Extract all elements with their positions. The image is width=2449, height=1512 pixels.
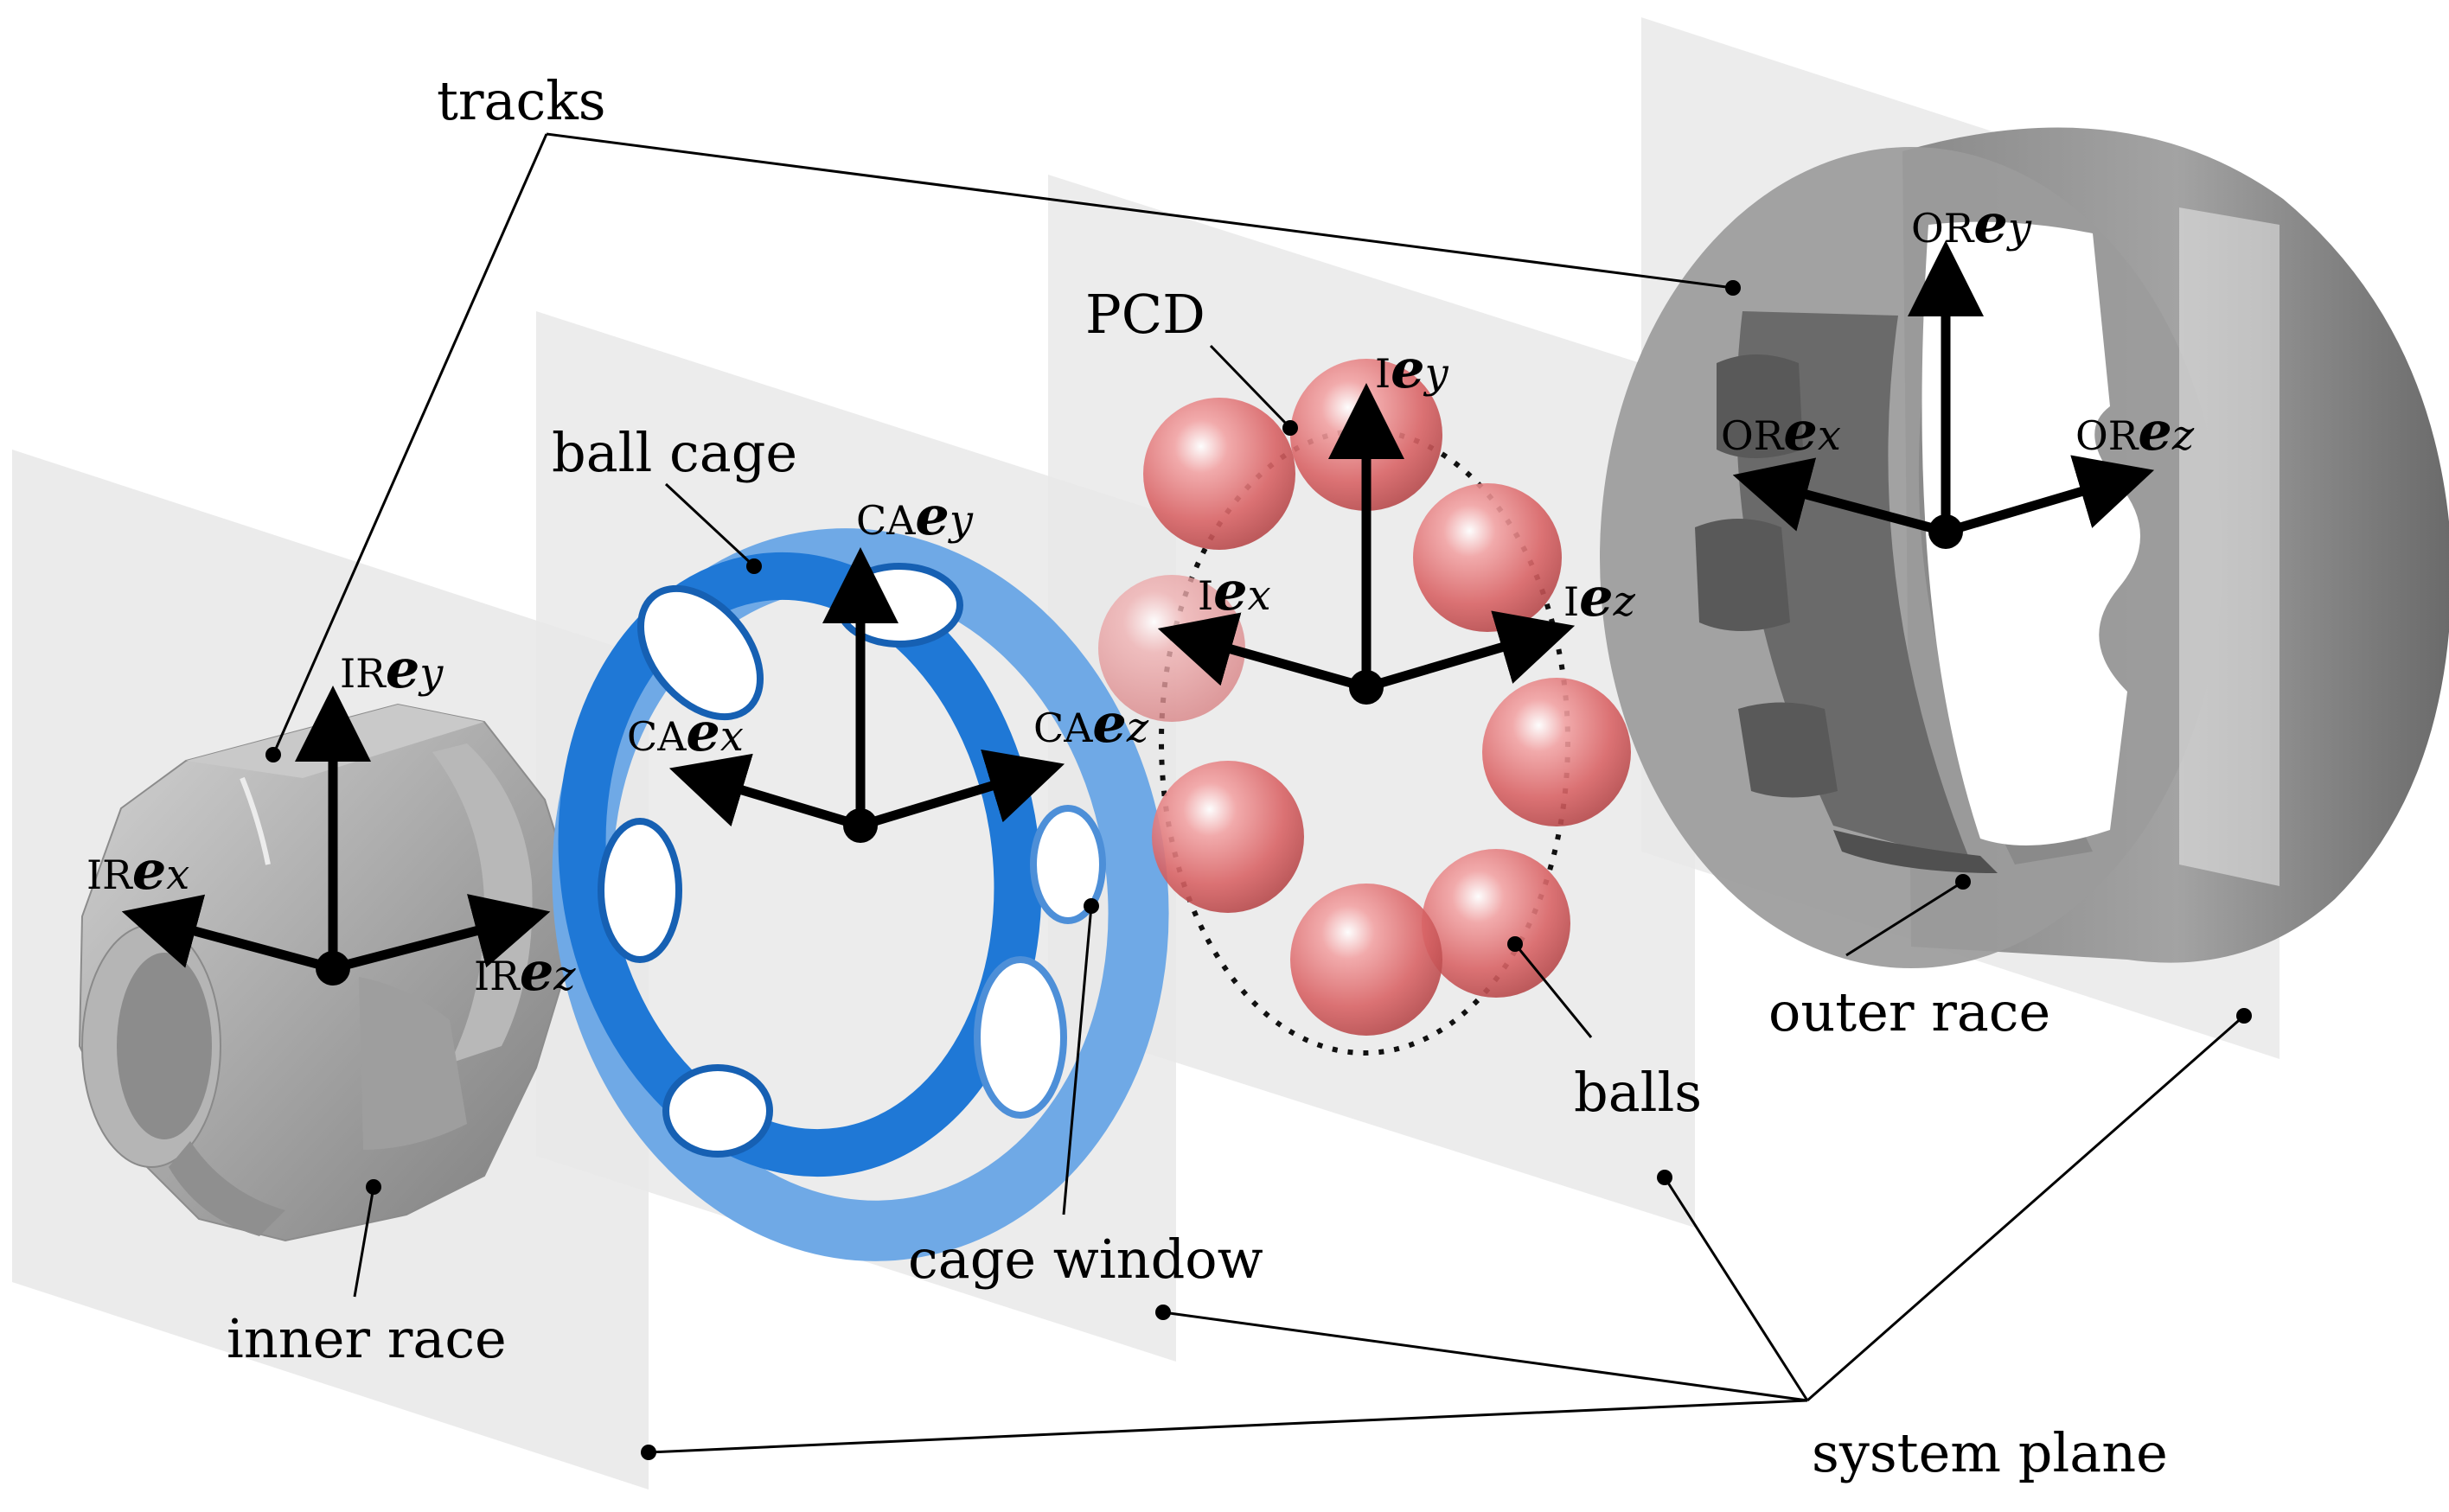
tracks-leader-outer bbox=[546, 132, 1734, 290]
label-inner-race: inner race bbox=[227, 1307, 507, 1370]
label-cage-window: cage window bbox=[908, 1228, 1263, 1291]
label-pcd: PCD bbox=[1085, 283, 1205, 346]
ball-cage-leader bbox=[664, 482, 756, 568]
cage-window-3 bbox=[598, 818, 682, 963]
axis-ca-x bbox=[668, 753, 862, 831]
cage-window-4 bbox=[662, 1064, 773, 1158]
origin-i bbox=[1349, 670, 1384, 705]
leader-dot bbox=[641, 1445, 656, 1460]
leader-dot bbox=[1084, 898, 1099, 914]
ball-cage bbox=[552, 528, 1169, 1261]
system-plane-leader-outer bbox=[1806, 1014, 2245, 1402]
cage-window-6 bbox=[1030, 805, 1106, 924]
leader-dot bbox=[746, 558, 762, 574]
label-ca-ez: CAez bbox=[1033, 692, 1149, 755]
label-or-ex: ORex bbox=[1721, 399, 1841, 463]
system-plane-leader-inner bbox=[648, 1399, 1808, 1454]
origin-ca bbox=[843, 808, 878, 843]
label-or-ey: ORey bbox=[1911, 192, 2032, 255]
cage-window-leader bbox=[1062, 905, 1093, 1215]
leader-dot bbox=[2236, 1008, 2252, 1024]
frame-outer-race bbox=[1732, 240, 2155, 549]
axis-i-z bbox=[1365, 610, 1576, 692]
label-ir-ey: IRey bbox=[340, 637, 444, 700]
label-ir-ez: IRez bbox=[474, 940, 576, 1003]
tracks-leader-inner bbox=[272, 133, 548, 756]
leader-dots bbox=[265, 280, 2252, 1460]
label-i-ey: Iey bbox=[1375, 337, 1449, 400]
label-outer-race: outer race bbox=[1768, 980, 2050, 1043]
cage-window-5 bbox=[974, 956, 1067, 1119]
outer-race bbox=[1600, 127, 2449, 968]
label-ca-ex: CAex bbox=[627, 700, 744, 763]
pcd-leader bbox=[1209, 344, 1292, 430]
axis-i-x bbox=[1157, 612, 1368, 692]
ball bbox=[1290, 884, 1442, 1036]
label-ca-ey: CAey bbox=[856, 484, 974, 547]
label-tracks: tracks bbox=[437, 69, 606, 132]
frame-cage bbox=[668, 547, 1065, 843]
axis-ir-z bbox=[331, 894, 551, 973]
ball bbox=[1422, 849, 1570, 998]
system-plane-leader-cage bbox=[1162, 1311, 1808, 1402]
label-ball-cage: ball cage bbox=[552, 421, 797, 484]
leader-dot bbox=[1155, 1305, 1171, 1320]
balls-leader bbox=[1513, 943, 1593, 1038]
ball bbox=[1143, 398, 1295, 550]
leader-dot bbox=[366, 1179, 381, 1195]
leader-dot bbox=[1657, 1170, 1672, 1185]
label-or-ez: ORez bbox=[2075, 399, 2195, 463]
label-balls: balls bbox=[1574, 1061, 1702, 1124]
leader-dot bbox=[1955, 874, 1971, 890]
label-i-ez: Iez bbox=[1563, 565, 1636, 628]
axis-or-x bbox=[1732, 457, 1947, 537]
label-system-plane: system plane bbox=[1812, 1421, 2168, 1484]
inner-race-leader bbox=[353, 1186, 375, 1298]
frame-inertial bbox=[1157, 383, 1576, 705]
leader-dot bbox=[1282, 420, 1298, 436]
outer-race-leader bbox=[1845, 880, 1964, 957]
leader-dot bbox=[1725, 280, 1741, 296]
axis-or-z bbox=[1944, 455, 2155, 537]
cage-window-1 bbox=[637, 584, 764, 721]
ball bbox=[1413, 483, 1562, 632]
axis-ca-z bbox=[859, 749, 1065, 831]
leader-lines bbox=[272, 132, 2245, 1454]
leader-dot bbox=[1507, 936, 1523, 952]
axis-ir-x bbox=[121, 894, 335, 973]
ball bbox=[1152, 761, 1304, 913]
origin-ir bbox=[316, 951, 350, 986]
label-i-ex: Iex bbox=[1198, 559, 1271, 622]
frame-inner-race bbox=[121, 686, 551, 986]
label-ir-ex: IRex bbox=[86, 839, 189, 902]
system-plane-leader-balls bbox=[1663, 1177, 1809, 1401]
leader-dot bbox=[265, 747, 281, 762]
ball bbox=[1482, 678, 1631, 826]
origin-or bbox=[1928, 514, 1963, 549]
